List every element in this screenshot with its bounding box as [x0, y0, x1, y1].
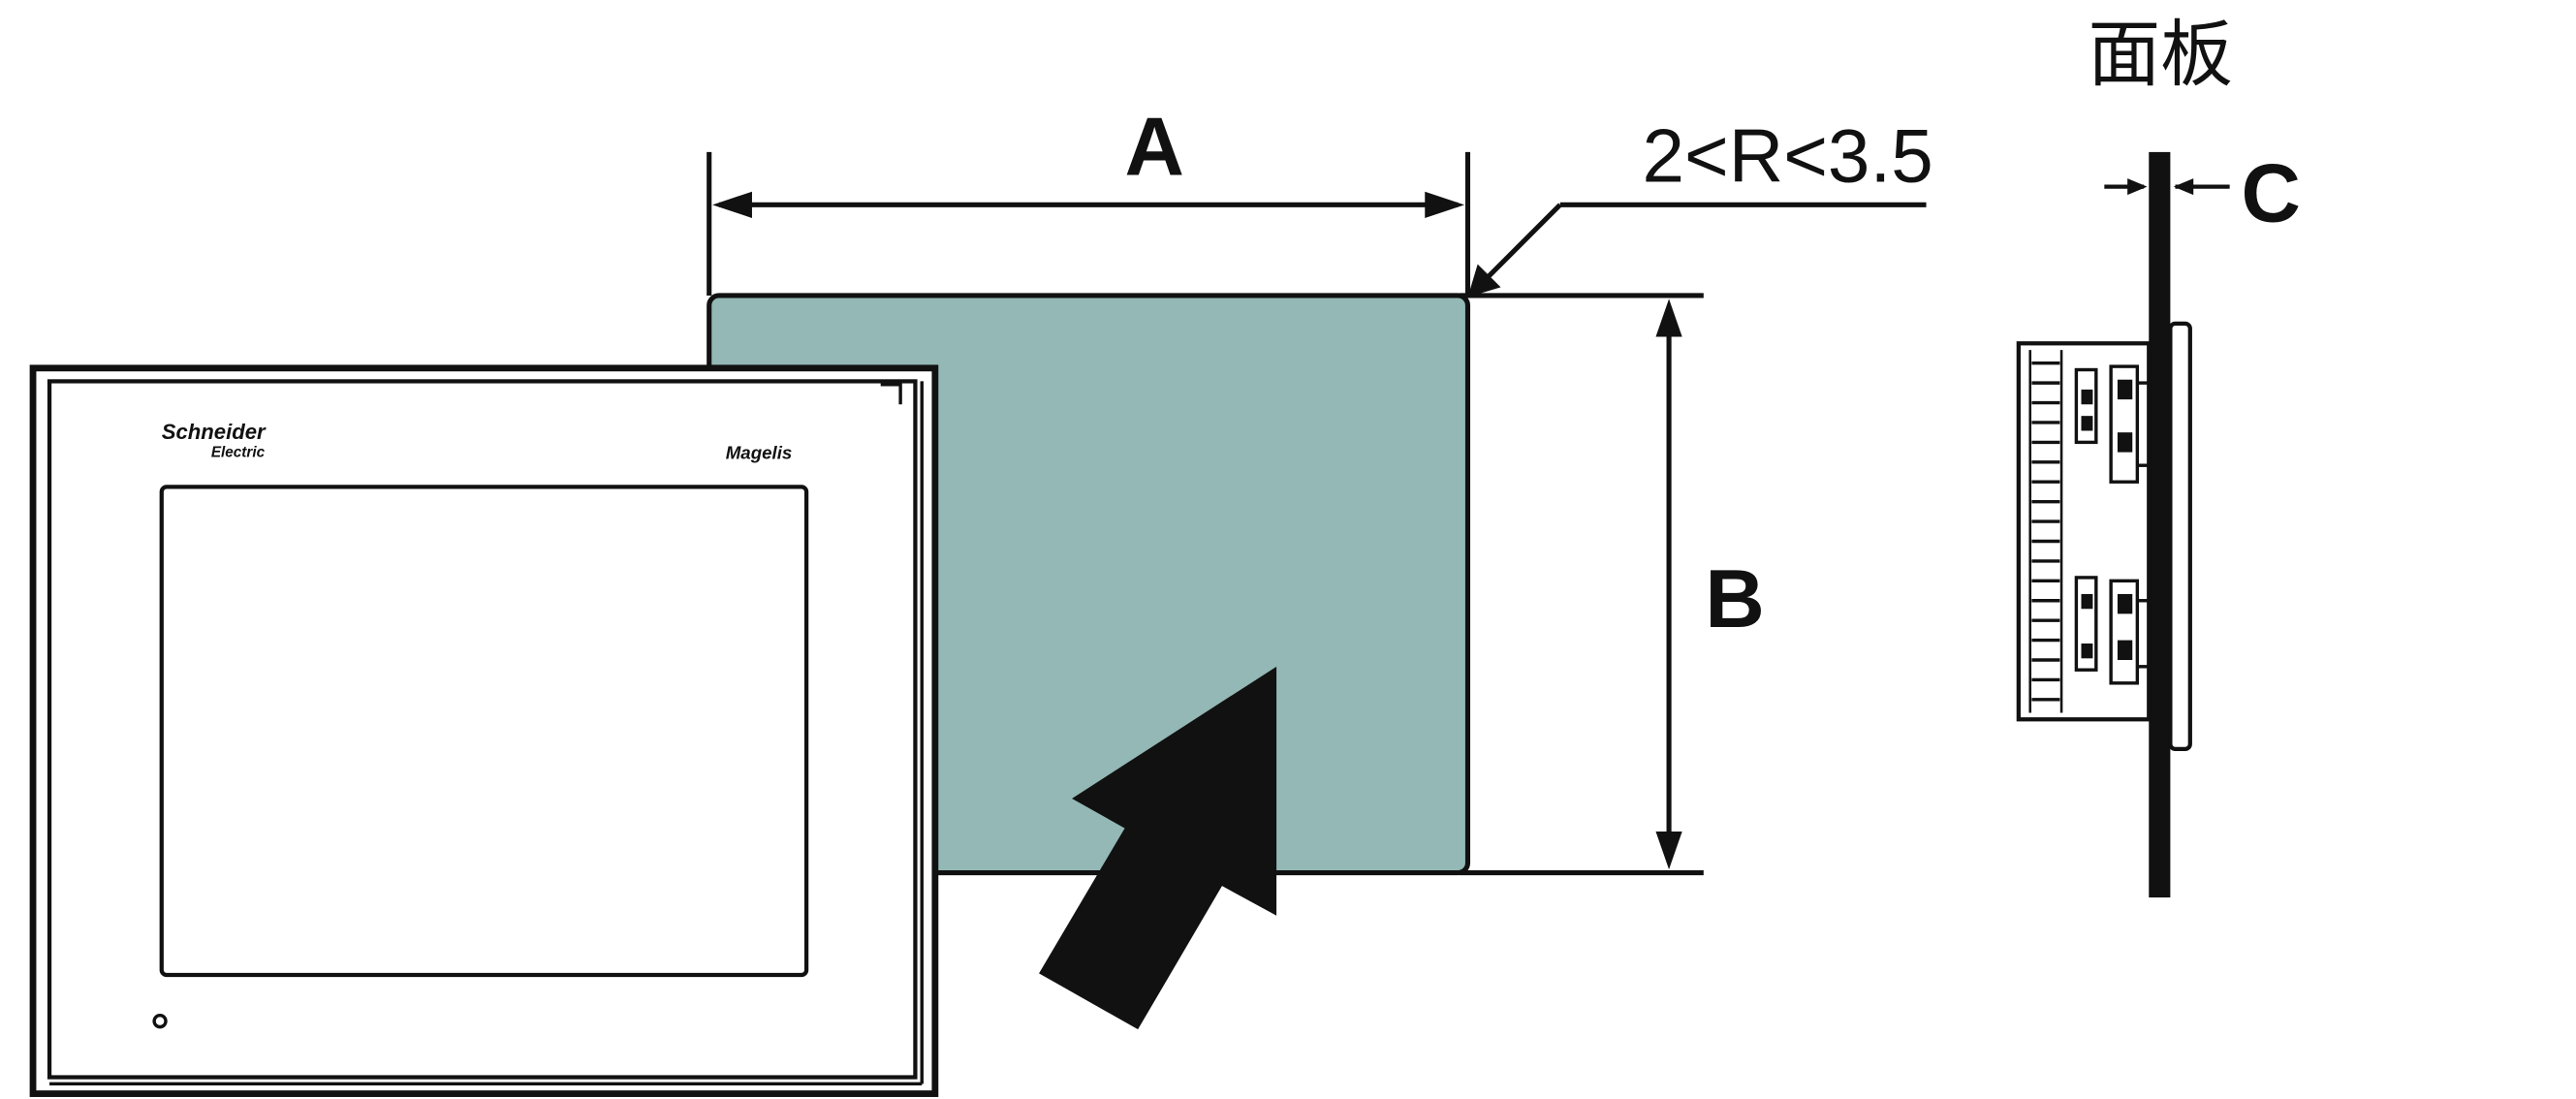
dimension-b: B — [1655, 298, 1765, 870]
side-front-bezel — [2168, 321, 2192, 752]
dim-b-arrow-bottom — [1655, 831, 1682, 870]
radius-arrow — [1467, 264, 1501, 298]
dim-c-right-arrow — [2173, 178, 2194, 196]
device-bezel — [47, 379, 918, 1080]
radius-label: 2<R<3.5 — [1642, 113, 1932, 199]
vent-slots — [2031, 361, 2060, 702]
mounting-clip-lower — [2074, 576, 2150, 685]
dim-a-arrow-left — [712, 191, 752, 218]
dim-a-arrow-right — [1425, 191, 1465, 218]
dim-c-label: C — [2241, 147, 2300, 239]
panel-side-view: 面板 C — [2016, 13, 2301, 898]
insertion-arrow-shape — [1039, 666, 1277, 1030]
insertion-arrow — [1039, 666, 1277, 1030]
dim-c-left-arrow — [2127, 178, 2148, 196]
dimension-a: A — [707, 102, 1471, 296]
radius-leader-diagonal — [1479, 203, 1562, 286]
side-rear-housing — [2016, 341, 2152, 722]
device-led-indicator — [152, 1014, 168, 1029]
dim-a-label: A — [1124, 102, 1183, 194]
brand-logo-line1: Schneider — [162, 420, 267, 444]
dim-b-label: B — [1705, 553, 1764, 645]
mounting-clip-upper — [2074, 364, 2150, 484]
radius-callout: 2<R<3.5 — [1467, 113, 1933, 298]
hmi-device-front: Schneider Electric Magelis — [29, 364, 939, 1097]
device-screen — [159, 485, 809, 978]
product-name-logo: Magelis — [726, 442, 793, 462]
device-corner-detail — [880, 383, 902, 405]
panel-label: 面板 — [2088, 13, 2233, 97]
brand-logo-line2: Electric — [211, 445, 266, 461]
dim-b-arrow-top — [1655, 298, 1682, 337]
panel-sheet — [2149, 151, 2171, 898]
